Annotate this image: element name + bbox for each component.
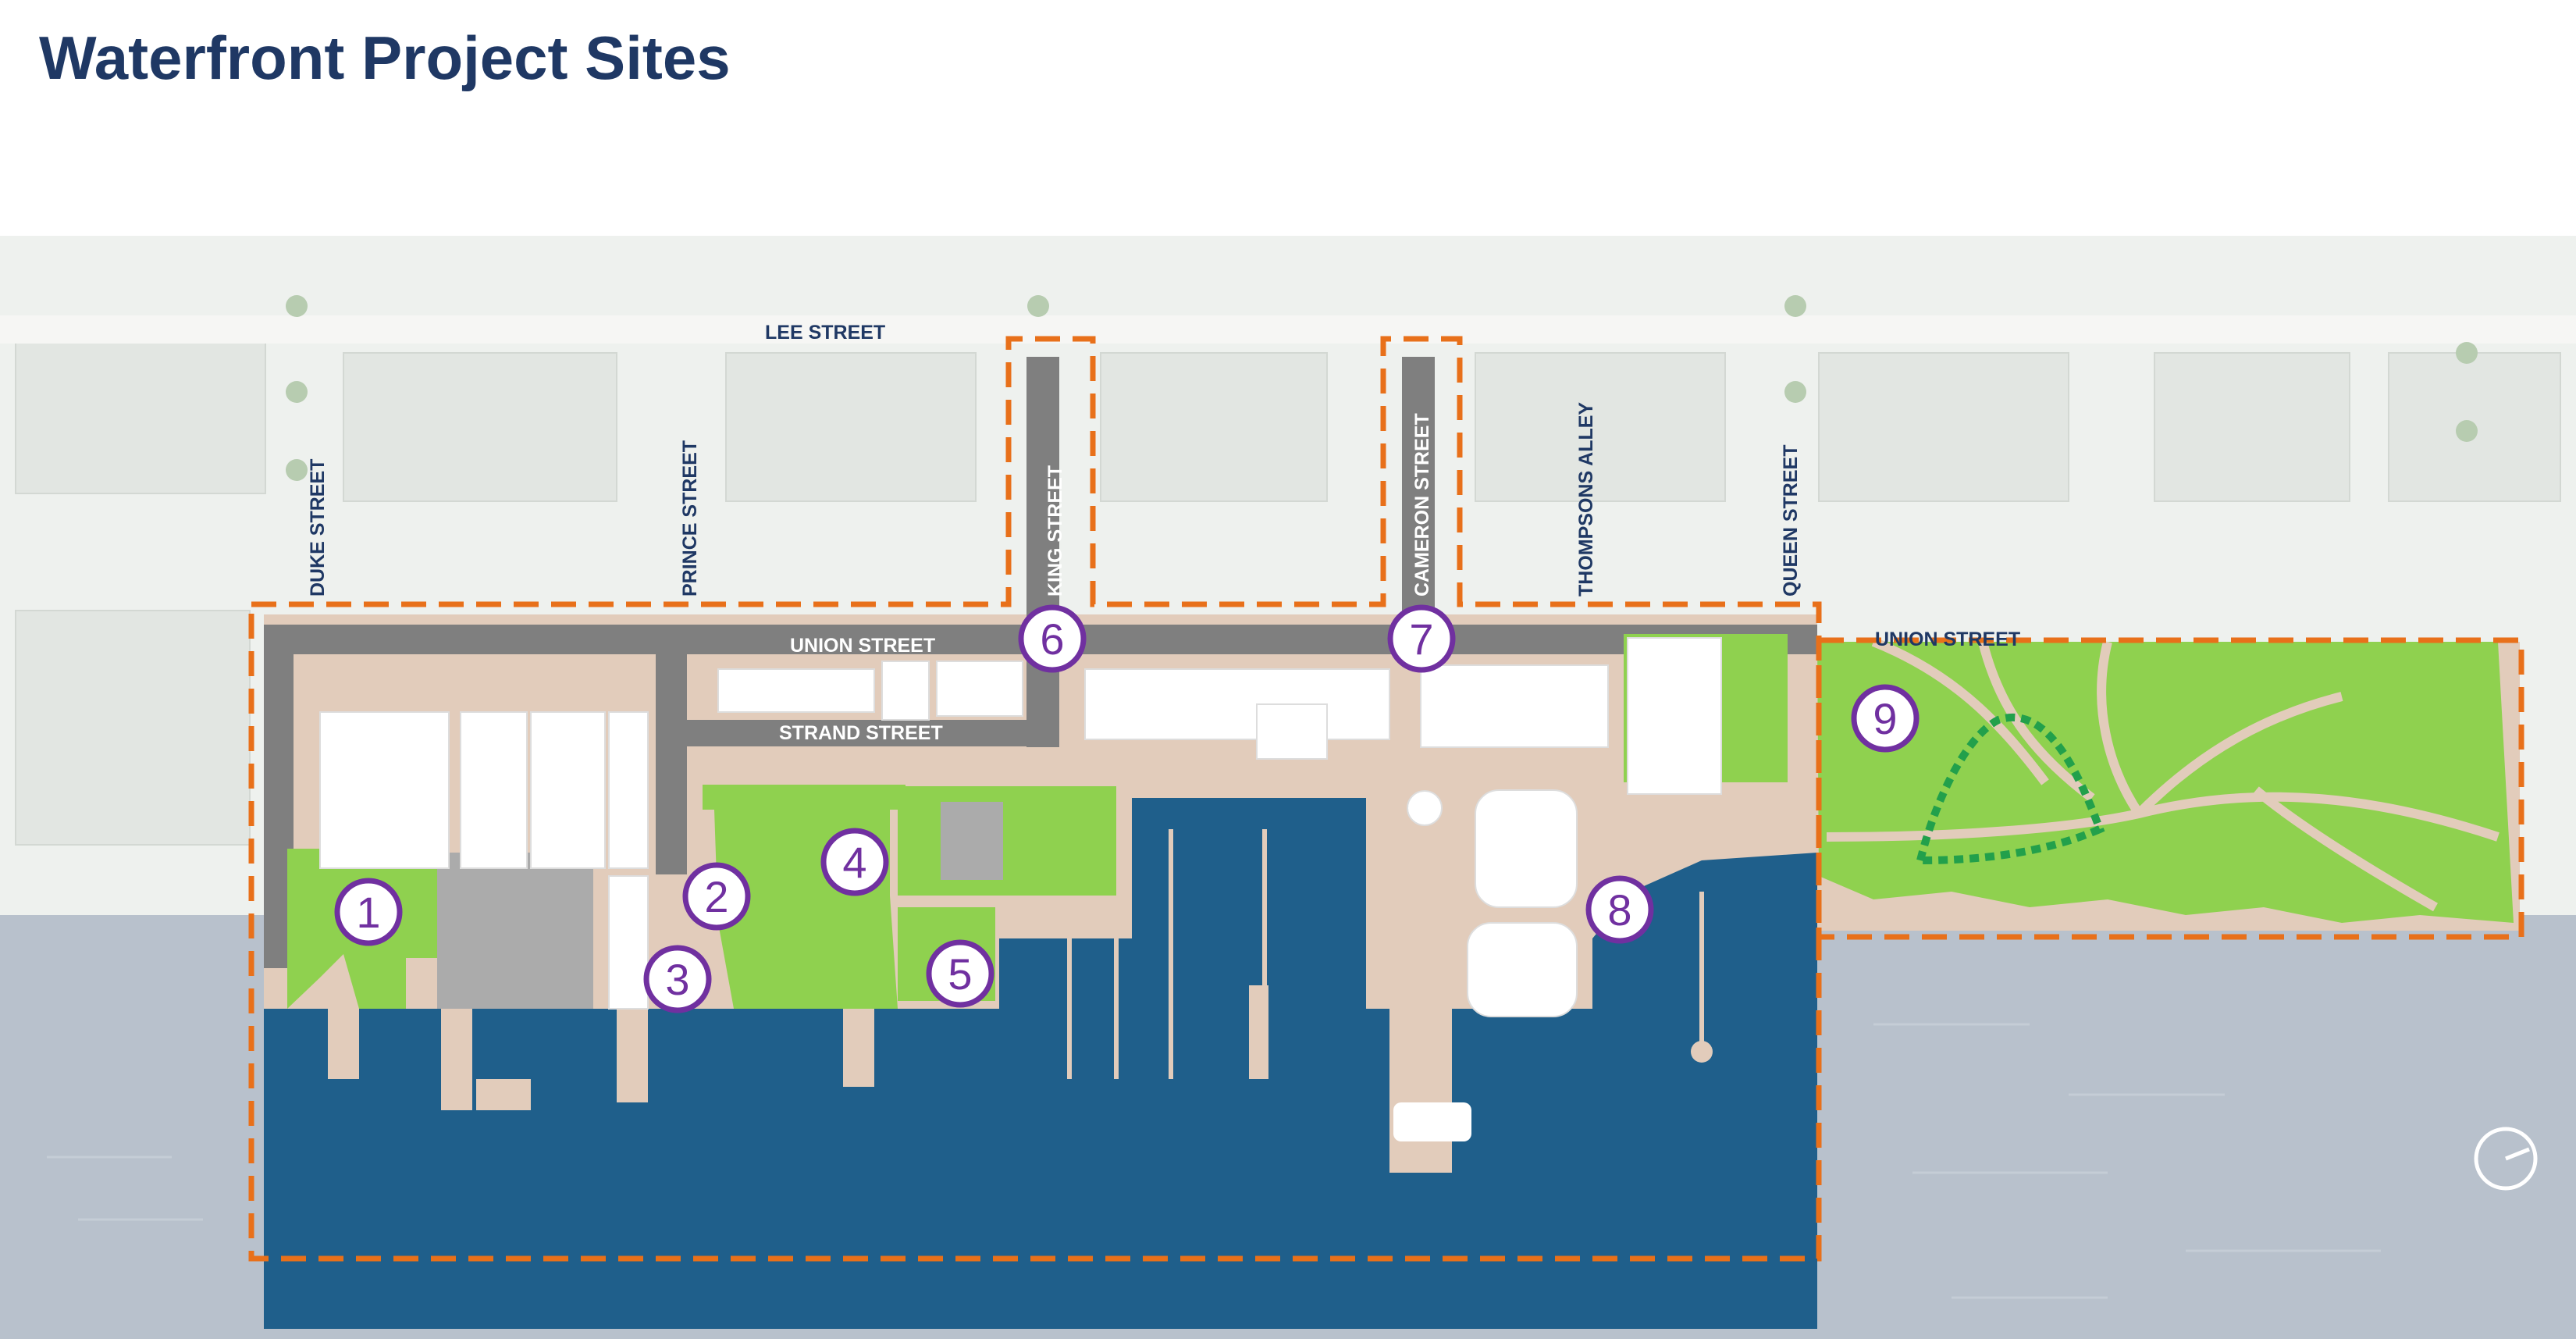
cameron-street-label: CAMERON STREET xyxy=(1411,413,1433,596)
project-water xyxy=(264,1009,1817,1329)
union-street-east-label: UNION STREET xyxy=(1875,629,2020,650)
site-badge-3[interactable]: 3 xyxy=(643,945,712,1013)
site-number: 1 xyxy=(356,888,380,937)
prince-street-road xyxy=(656,625,687,874)
site-badge-6[interactable]: 6 xyxy=(1018,604,1087,673)
piers xyxy=(328,985,1268,1110)
site-badge-7[interactable]: 7 xyxy=(1387,604,1456,673)
parking-lot-west xyxy=(437,853,593,1009)
park-site-9 xyxy=(1817,642,2514,923)
cameron-street-road xyxy=(1402,357,1435,653)
site-number: 8 xyxy=(1607,885,1631,935)
boat-at-pier xyxy=(1393,1102,1471,1141)
site-number: 4 xyxy=(842,838,866,887)
park-paths xyxy=(1826,637,2500,912)
lee-street-road xyxy=(0,315,2576,344)
park-site-4 xyxy=(898,786,1116,896)
site-number: 5 xyxy=(948,949,972,999)
page-title: Waterfront Project Sites xyxy=(39,23,731,92)
highlighted-trail xyxy=(1915,713,2105,865)
king-street-label: KING STREET xyxy=(1044,465,1066,596)
site-badge-2[interactable]: 2 xyxy=(682,862,751,931)
site-badge-8[interactable]: 8 xyxy=(1585,875,1654,944)
project-boundary xyxy=(248,336,2524,1262)
buildings xyxy=(319,637,1722,1017)
prince-street-label: PRINCE STREET xyxy=(679,440,701,596)
king-street-road xyxy=(1026,357,1059,747)
site-badge-5[interactable]: 5 xyxy=(926,939,994,1008)
union-street-label: UNION STREET xyxy=(790,635,935,657)
dock-end-marker xyxy=(1691,1041,1713,1063)
site-number: 3 xyxy=(665,955,689,1004)
site-badge-1[interactable]: 1 xyxy=(334,878,403,946)
city-blocks xyxy=(15,337,2561,846)
site-badge-9[interactable]: 9 xyxy=(1851,684,1920,753)
thompsons-alley-label: THOMPSONS ALLEY xyxy=(1575,402,1597,596)
queen-street-label: QUEEN STREET xyxy=(1780,445,1802,596)
north-arrow-needle xyxy=(2505,1147,2530,1161)
site-number: 6 xyxy=(1040,614,1064,664)
lee-street-label: LEE STREET xyxy=(765,322,885,344)
site-number: 7 xyxy=(1409,614,1433,664)
park-strip-strand xyxy=(703,785,906,810)
marina-docks xyxy=(1067,829,1704,1079)
parking-lot-east xyxy=(941,802,1003,880)
strand-street-road xyxy=(687,720,1054,746)
strand-street-label: STRAND STREET xyxy=(779,722,943,744)
site-number: 2 xyxy=(704,872,728,921)
site-number: 9 xyxy=(1873,694,1897,743)
river-ripples xyxy=(47,1023,2381,1299)
duke-street-label: DUKE STREET xyxy=(307,459,329,596)
site-map: LEE STREET DUKE STREET PRINCE STREET KIN… xyxy=(0,236,2576,1339)
north-arrow-icon xyxy=(2474,1127,2538,1191)
site-badge-4[interactable]: 4 xyxy=(820,828,889,896)
